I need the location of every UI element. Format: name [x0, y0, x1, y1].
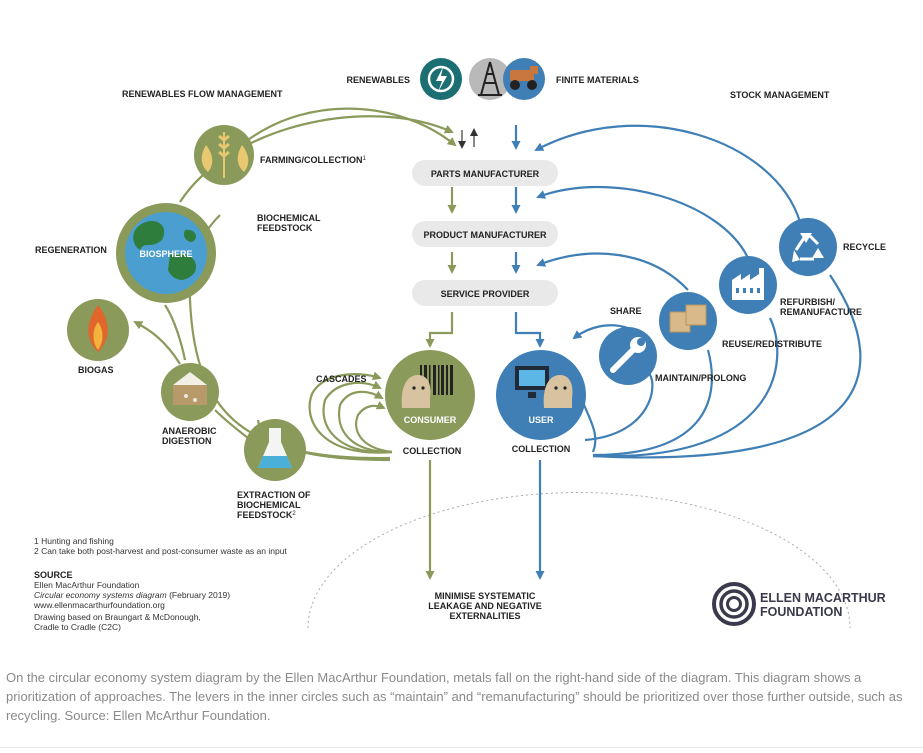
renewables-flow-heading: RENEWABLES FLOW MANAGEMENT [122, 89, 283, 99]
cascades-label: CASCADES [316, 374, 367, 384]
wrench-icon [599, 327, 657, 385]
share-label: SHARE [610, 306, 642, 316]
cascade-arrow-4 [355, 401, 393, 454]
renewables-icon [420, 58, 462, 100]
logo-text-1: ELLEN MACARTHUR [760, 591, 886, 605]
source-line-4: Drawing based on Braungart & McDonough, [34, 612, 201, 622]
digestion-to-extraction-link [214, 409, 249, 439]
anaerobic-label-1: ANAEROBIC [162, 426, 217, 436]
footnote-2: 2 Can take both post-harvest and post-co… [34, 546, 287, 556]
user-icon [496, 350, 586, 440]
inner-biological-loop [188, 214, 391, 460]
source-line-5: Cradle to Cradle (C2C) [34, 622, 121, 632]
factory-icon [719, 256, 777, 314]
source-line-1: Ellen MacArthur Foundation [34, 580, 140, 590]
anaerobic-label-2: DIGESTION [162, 436, 212, 446]
collection-right-label: COLLECTION [512, 444, 571, 454]
recycle-return-loop [592, 274, 862, 459]
stock-management-heading: STOCK MANAGEMENT [730, 90, 830, 100]
leakage-label-3: EXTERNALITIES [449, 611, 520, 621]
biogas-label: BIOGAS [78, 365, 114, 375]
recycle-label: RECYCLE [843, 242, 886, 252]
service-to-consumer-arrow [425, 312, 454, 348]
recycle-loop-arrow [534, 124, 802, 223]
cascade-arrow-3 [308, 371, 393, 454]
collection-left-label: COLLECTION [403, 446, 462, 456]
regeneration-label: REGENERATION [35, 245, 107, 255]
logo-text-2: FOUNDATION [760, 605, 842, 619]
biochemical-feedstock-label-1: BIOCHEMICAL [257, 213, 321, 223]
leakage-label-2: LEAKAGE AND NEGATIVE [428, 601, 542, 611]
product-manufacturer-label: PRODUCT MANUFACTURER [424, 230, 547, 240]
biogas-icon [67, 299, 129, 361]
source-line-3: www.ellenmacarthurfoundation.org [33, 600, 165, 610]
service-to-user-arrow [514, 312, 545, 348]
refurbish-label-1: REFURBISH/ [780, 297, 836, 307]
reuse-loop-arrow [536, 252, 689, 291]
biosphere-icon [116, 203, 216, 303]
farming-to-parts-arrow [247, 107, 457, 147]
maintain-return-loop [584, 371, 654, 442]
cascade-arrow-1 [338, 390, 393, 454]
maintain-label: MAINTAIN/PROLONG [655, 373, 746, 383]
reuse-return-loop [592, 349, 713, 457]
renewables-label: RENEWABLES [346, 75, 410, 85]
biosphere-label: BIOSPHERE [139, 249, 192, 259]
farming-label: FARMING/COLLECTION1 [260, 155, 367, 165]
source-heading: SOURCE [34, 570, 73, 580]
circular-economy-diagram: RENEWABLES FINITE MATERIALS RENEWABLES F… [33, 58, 886, 632]
divider [0, 747, 923, 748]
biochemical-feedstock-label-2: FEEDSTOCK [257, 223, 313, 233]
service-provider-box [412, 280, 558, 306]
extraction-label-3: FEEDSTOCK2 [237, 510, 296, 520]
service-provider-label: SERVICE PROVIDER [441, 289, 530, 299]
farming-icon [194, 125, 254, 185]
maintain-to-user-arrow [572, 324, 629, 340]
cascade-arrow-2 [322, 380, 393, 454]
extraction-label-1: EXTRACTION OF [237, 490, 311, 500]
parts-manufacturer-label: PARTS MANUFACTURER [431, 169, 540, 179]
footnote-1: 1 Hunting and fishing [34, 536, 114, 546]
consumer-icon [385, 350, 475, 440]
refurbish-label-2: REMANUFACTURE [780, 307, 862, 317]
regeneration-path [164, 304, 187, 361]
figure-caption: On the circular economy system diagram b… [6, 670, 903, 723]
refurbish-return-loop [592, 317, 779, 458]
extraction-flask-icon [244, 419, 306, 481]
consumer-label: CONSUMER [404, 415, 457, 425]
boxes-icon [659, 292, 717, 350]
ellen-macarthur-logo-icon [712, 582, 756, 626]
recycle-icon [779, 218, 837, 276]
extraction-label-2: BIOCHEMICAL [237, 500, 301, 510]
digestion-to-biogas-arrow [133, 321, 181, 365]
user-label: USER [528, 415, 554, 425]
leakage-label-1: MINIMISE SYSTEMATIC [435, 591, 536, 601]
reuse-label: REUSE/REDISTRIBUTE [722, 339, 822, 349]
finite-materials-label: FINITE MATERIALS [556, 75, 639, 85]
parts-manufacturer-box [412, 160, 558, 186]
mining-truck-icon [503, 58, 545, 100]
anaerobic-digestion-icon [161, 363, 219, 421]
oil-rig-icon [469, 58, 511, 100]
refurbish-loop-arrow [536, 185, 749, 259]
source-line-2: Circular economy systems diagram (Februa… [34, 590, 230, 600]
product-manufacturer-box [412, 221, 558, 247]
